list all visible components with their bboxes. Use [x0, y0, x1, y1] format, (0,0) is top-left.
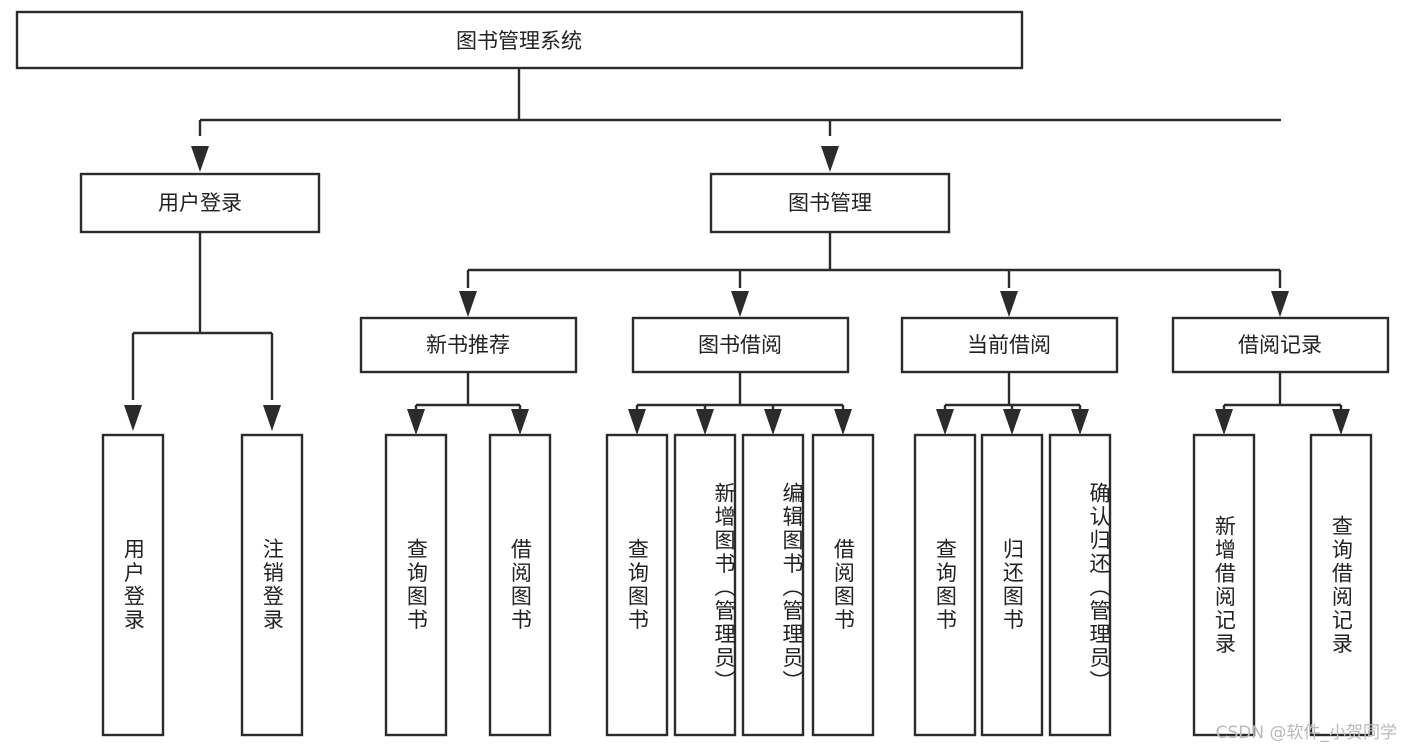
connector-book-manage-to-level3	[466, 232, 1282, 288]
node-leaf-return-book[interactable]	[980, 433, 1044, 737]
node-leaf-edit-book[interactable]	[741, 433, 805, 737]
node-leaf-add-book[interactable]	[673, 433, 737, 737]
leaf-user-login-label: 用户登录	[121, 538, 146, 632]
node-leaf-query-record[interactable]	[1309, 433, 1373, 737]
leaf-edit-book-label: 编辑图书（管理员）	[780, 482, 804, 694]
node-book-borrow-label: 图书借阅	[698, 333, 782, 357]
leaf-query-book-1-label: 查询图书	[404, 538, 429, 632]
node-user-login[interactable]: 用户登录	[79, 172, 321, 234]
node-leaf-user-login[interactable]	[101, 433, 165, 737]
leaf-borrow-book-1-label: 借阅图书	[508, 538, 533, 632]
node-new-book-recommend[interactable]: 新书推荐	[359, 316, 578, 374]
connector-user-login-to-leaves	[131, 232, 274, 400]
node-book-borrow[interactable]: 图书借阅	[631, 316, 850, 374]
node-new-book-recommend-label: 新书推荐	[426, 333, 510, 357]
leaf-return-book-label: 归还图书	[1000, 538, 1025, 632]
csdn-watermark: CSDN @软件_小贺同学	[1215, 723, 1397, 743]
leaf-query-book-2-label: 查询图书	[625, 538, 650, 632]
node-book-manage-label: 图书管理	[788, 191, 872, 215]
node-leaf-query-book-3[interactable]	[913, 433, 977, 737]
node-root-label: 图书管理系统	[456, 29, 582, 53]
node-leaf-query-book-1[interactable]	[384, 433, 448, 737]
connector-new-book-recommend-to-leaves	[414, 372, 522, 410]
leaf-query-book-3-label: 查询图书	[933, 538, 958, 632]
node-current-borrow[interactable]: 当前借阅	[900, 316, 1119, 374]
node-root[interactable]: 图书管理系统	[15, 10, 1024, 70]
node-leaf-borrow-book-1[interactable]	[488, 433, 552, 737]
connector-root-to-level2	[198, 68, 1281, 136]
node-current-borrow-label: 当前借阅	[967, 333, 1051, 357]
node-user-login-label: 用户登录	[158, 191, 242, 215]
leaf-borrow-book-2-label: 借阅图书	[831, 538, 856, 632]
node-leaf-logout-login[interactable]	[240, 433, 304, 737]
leaf-query-record-label: 查询借阅记录	[1329, 514, 1354, 656]
node-borrow-record-label: 借阅记录	[1238, 333, 1322, 357]
leaf-add-book-label: 新增图书（管理员）	[712, 482, 736, 694]
leaf-add-record-label: 新增借阅记录	[1212, 514, 1237, 656]
node-leaf-query-book-2[interactable]	[605, 433, 669, 737]
leaf-logout-login-label: 注销登录	[260, 538, 285, 632]
node-leaf-add-record[interactable]	[1192, 433, 1256, 737]
node-leaf-confirm-return[interactable]	[1048, 433, 1112, 737]
leaf-confirm-return-label: 确认归还（管理员）	[1087, 482, 1111, 694]
node-book-manage[interactable]: 图书管理	[709, 172, 951, 234]
node-leaf-borrow-book-2[interactable]	[811, 433, 875, 737]
node-borrow-record[interactable]: 借阅记录	[1171, 316, 1390, 374]
